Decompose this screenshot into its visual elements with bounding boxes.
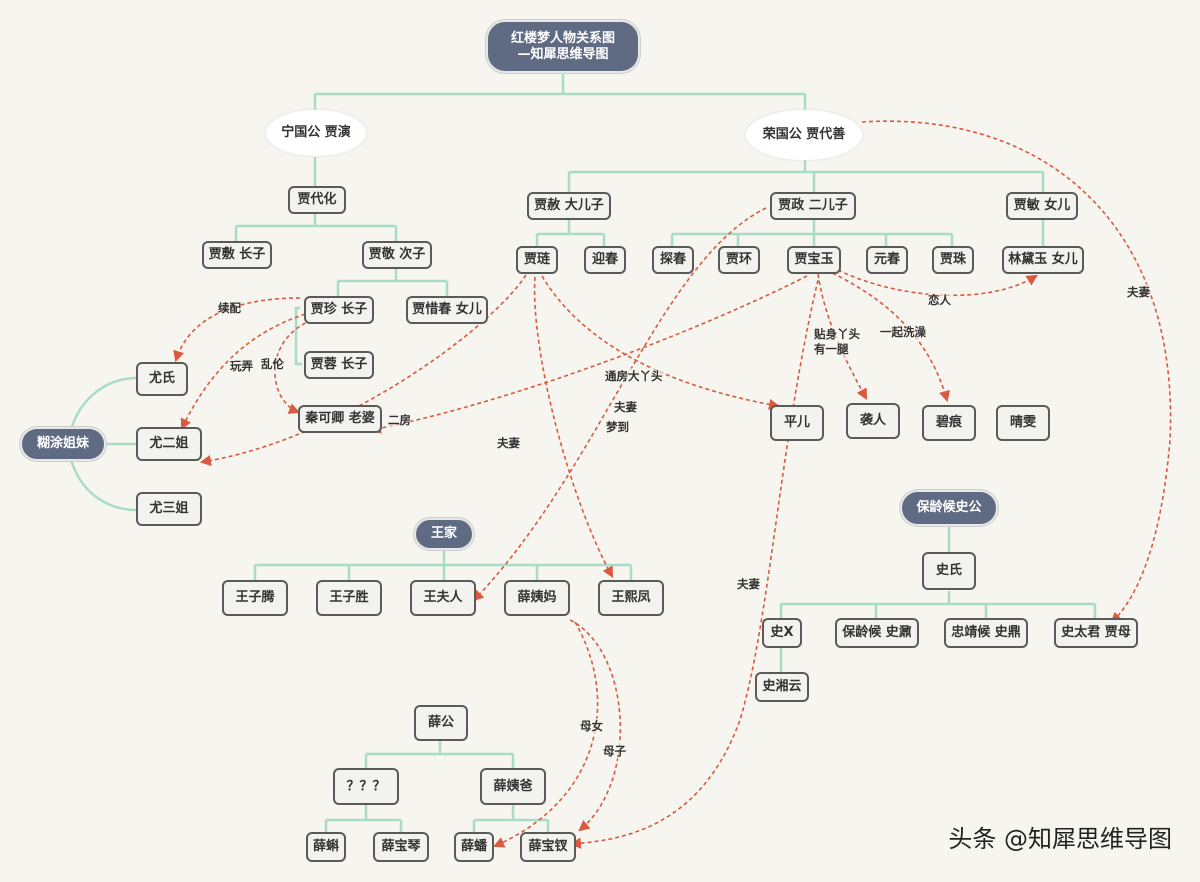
node-jiashe[interactable]: 贾赦 大儿子 [527, 192, 611, 220]
relation-label-munv: 母女 [580, 718, 603, 734]
watermark-text: 头条 @知犀思维导图 [948, 825, 1172, 853]
tree-hutu-connector [68, 376, 138, 512]
node-qinkeqing[interactable]: 秦可卿 老婆 [298, 405, 382, 433]
node-qingwen[interactable]: 晴雯 [996, 405, 1050, 441]
tree-xuegong-connector [364, 741, 515, 768]
node-bihen[interactable]: 碧痕 [922, 405, 976, 441]
relation-tieshen [817, 273, 868, 400]
node-tanchun[interactable]: 探春 [652, 246, 694, 274]
relation-label-tieshen: 贴身丫头 [814, 326, 860, 342]
node-baolinghou[interactable]: 保龄候 史鼐 [835, 618, 919, 648]
node-baolinghoushigong[interactable]: 保龄候史公 [900, 490, 998, 526]
tree-jiashe-connector [535, 219, 606, 246]
node-shixiangyun[interactable]: 史湘云 [755, 672, 809, 702]
node-wangziteng[interactable]: 王子腾 [222, 580, 288, 616]
node-yousanjie[interactable]: 尤三姐 [136, 492, 202, 526]
node-jiazhu[interactable]: 贾珠 [932, 246, 974, 274]
node-shishi[interactable]: 史氏 [922, 552, 976, 590]
root-title-line1: 红楼梦人物关系图 [510, 30, 615, 46]
relation-fuqi-daishan-jiamu [861, 120, 1172, 624]
tree-jiajing-connector [336, 268, 449, 296]
relation-wannong [180, 311, 313, 431]
node-xuegong[interactable]: 薛公 [414, 705, 468, 741]
node-xuebaoqin[interactable]: 薛宝琴 [373, 832, 429, 862]
relation-label-erfang: 二房 [388, 412, 411, 428]
node-xuebaochai[interactable]: 薛宝钗 [520, 832, 576, 862]
node-wangzisheng[interactable]: 王子胜 [316, 580, 382, 616]
node-jiazhen[interactable]: 贾珍 长子 [304, 296, 374, 324]
tree-jiazhen-connector [294, 306, 302, 366]
relation-label-fuqi-daishan: 夫妻 [1127, 284, 1150, 300]
node-wangxifeng[interactable]: 王熙凤 [598, 580, 664, 616]
node-jiahuan[interactable]: 贾环 [718, 246, 760, 274]
tree-shishi-connector [779, 591, 1097, 618]
node-xueyiba[interactable]: 薛姨爸 [480, 768, 546, 805]
node-xuepan[interactable]: 薛蟠 [454, 832, 494, 862]
node-youerjie[interactable]: 尤二姐 [136, 427, 202, 461]
node-jiajing[interactable]: 贾敬 次子 [362, 241, 432, 269]
tree-root-connector [313, 72, 807, 112]
node-xueke[interactable]: 薛蝌 [306, 832, 346, 862]
node-youshi[interactable]: 尤氏 [136, 362, 188, 396]
relation-mengdao [369, 275, 808, 434]
relation-tongfang [541, 275, 781, 410]
relation-fuqi-baoyu-baochai [569, 279, 819, 849]
node-xiren[interactable]: 袭人 [846, 403, 900, 439]
tree-wang-connector [253, 551, 633, 580]
node-xueyima[interactable]: 薛姨妈 [504, 580, 570, 616]
relation-label-xupei: 续配 [218, 300, 241, 316]
tree-rongguo-connector [567, 157, 1045, 192]
node-jiamin[interactable]: 贾敏 女儿 [1006, 192, 1078, 220]
relation-erfang [199, 274, 527, 467]
relation-label-youyitui: 有一腿 [814, 341, 849, 357]
node-lindaiyu[interactable]: 林黛玉 女儿 [1002, 246, 1084, 274]
tree-unknown-connector [324, 805, 403, 832]
node-jiabaoyu[interactable]: 贾宝玉 [787, 246, 841, 274]
tree-xueyiba-connector [472, 805, 550, 832]
node-jiaxichun[interactable]: 贾惜春 女儿 [406, 296, 488, 324]
relation-label-xizao: 一起洗澡 [880, 324, 926, 340]
root-title-node[interactable]: 红楼梦人物关系图 —知犀思维导图 [486, 20, 640, 73]
node-rongguogong[interactable]: 荣国公 贾代善 [746, 110, 862, 160]
node-wangfuren[interactable]: 王夫人 [410, 580, 476, 616]
tree-jiadaihua-connector [234, 213, 398, 241]
relation-label-fuqi-zheng: 夫妻 [614, 399, 637, 415]
node-unknown[interactable]: ？？？ [333, 768, 399, 805]
relation-muzi [492, 621, 599, 848]
node-jiarong[interactable]: 贾蓉 长子 [304, 351, 374, 379]
relation-label-lianren: 恋人 [928, 292, 951, 308]
node-zhongjinghou[interactable]: 忠靖候 史鼎 [944, 618, 1028, 648]
node-shitaijun[interactable]: 史太君 贾母 [1054, 618, 1138, 648]
node-jiafu[interactable]: 贾敷 长子 [202, 241, 272, 269]
node-jialian[interactable]: 贾琏 [516, 246, 558, 274]
relation-xizao [825, 269, 950, 403]
node-wangjia[interactable]: 王家 [414, 518, 474, 550]
relation-label-wannong: 玩弄 [230, 358, 253, 374]
relation-label-fuqi-lian: 夫妻 [497, 435, 520, 451]
node-jiadaihua[interactable]: 贾代化 [288, 186, 346, 214]
node-hutujiemei[interactable]: 糊涂姐妹 [20, 427, 106, 461]
node-shix[interactable]: 史X [762, 618, 802, 648]
relation-label-tongfang: 通房大丫头 [605, 368, 663, 384]
node-jiazheng[interactable]: 贾政 二儿子 [770, 192, 856, 220]
root-title-line2: —知犀思维导图 [517, 46, 609, 62]
relation-label-luanlun: 乱伦 [261, 356, 284, 372]
relation-label-muzi: 母子 [603, 743, 626, 759]
node-yuanchun[interactable]: 元春 [866, 246, 908, 274]
relation-fuqi-lian-xifeng [533, 276, 614, 578]
relation-munv [569, 619, 622, 832]
node-pinger[interactable]: 平儿 [770, 405, 824, 441]
node-yingchun[interactable]: 迎春 [584, 246, 626, 274]
tree-jiazheng-connector [670, 219, 954, 246]
relation-label-mengdao: 梦到 [606, 419, 629, 435]
node-ningguogong[interactable]: 宁国公 贾演 [266, 110, 366, 156]
relation-label-fuqi-baoyu: 夫妻 [737, 576, 760, 592]
